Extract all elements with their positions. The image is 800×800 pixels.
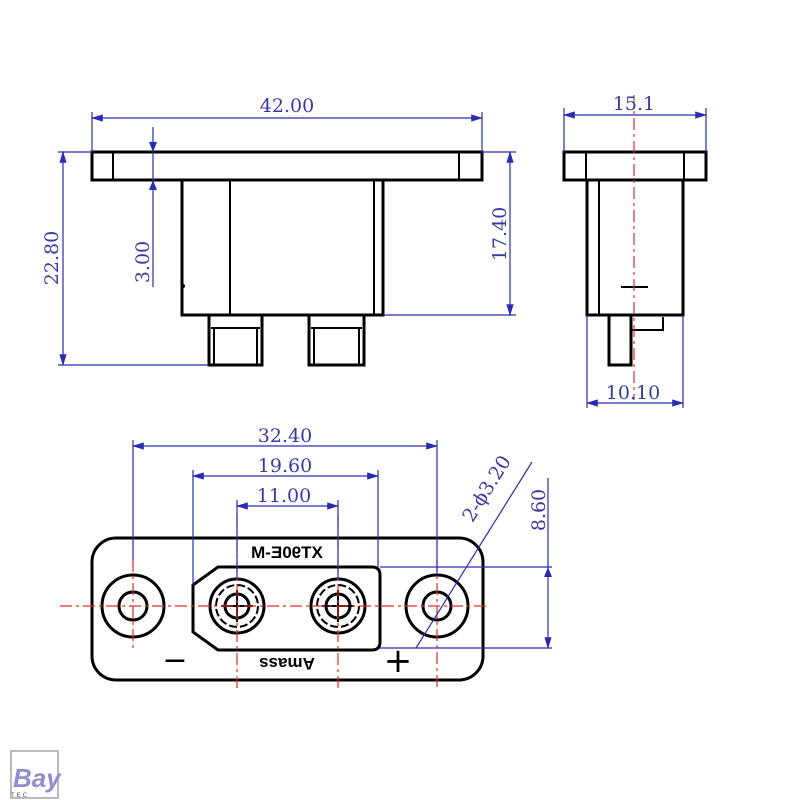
negative-symbol: − <box>162 643 187 678</box>
positive-symbol: + <box>384 641 413 681</box>
dim-body-label: 17.40 <box>489 207 511 261</box>
svg-text:Bay: Bay <box>13 763 62 793</box>
model-marking: XT90E-M <box>251 543 323 562</box>
dim-hole-spacing-label: 32.40 <box>258 425 312 447</box>
dim-side-width-label: 15.1 <box>613 93 655 115</box>
dim-housing-width-label: 19.60 <box>258 455 312 477</box>
dim-housing-height-label: 8.60 <box>528 489 550 531</box>
dim-side-body-label: 10.10 <box>606 382 660 404</box>
svg-text:TEC: TEC <box>11 793 29 799</box>
front-view: 42.00 22.80 3.00 17.40 <box>41 95 516 367</box>
dim-height-label: 22.80 <box>41 231 63 285</box>
brand-marking: Amass <box>259 654 315 673</box>
hole-callout-label: 2-ϕ3.20 <box>458 452 516 526</box>
bottom-view: XT90E-M Amass − + 32.40 19.60 11.00 8.60… <box>60 425 552 690</box>
dim-flange-label: 3.00 <box>132 241 154 283</box>
dim-pin-spacing-label: 11.00 <box>257 485 311 507</box>
bay-tec-logo: Bay TEC <box>10 750 62 799</box>
dim-width-label: 42.00 <box>260 95 314 117</box>
side-view: 15.1 10.10 <box>562 93 708 408</box>
